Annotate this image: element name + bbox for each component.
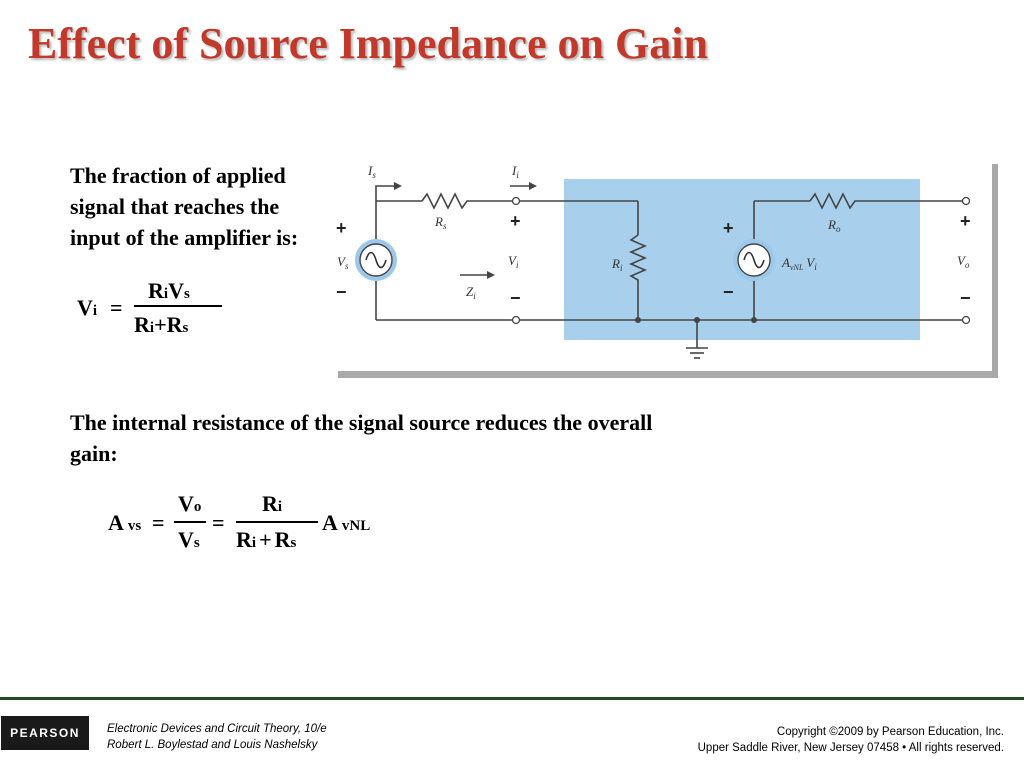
plus-vi: + <box>510 211 521 231</box>
minus-vo: − <box>960 288 971 308</box>
intro-paragraph: The fraction of applied signal that reac… <box>70 163 299 250</box>
eq2-frac2-bar <box>236 521 318 523</box>
book-title: Electronic Devices and Circuit Theory, 1… <box>107 723 327 735</box>
plus-vo: + <box>960 211 971 231</box>
minus-dependent: − <box>723 282 734 302</box>
label-vs: Vs <box>337 254 349 271</box>
zi-arrow-icon <box>487 271 495 279</box>
plus-dependent: + <box>723 218 734 238</box>
ii-arrow-icon <box>529 182 537 190</box>
junction-dots <box>635 317 757 323</box>
eq1-equals: = <box>110 295 123 320</box>
book-citation: Electronic Devices and Circuit Theory, 1… <box>107 721 327 753</box>
eq1-lhs: Vi <box>77 295 98 320</box>
terminals <box>511 196 971 325</box>
label-is: Is <box>367 163 376 180</box>
copyright-notice: Copyright ©2009 by Pearson Education, In… <box>698 724 1004 756</box>
label-vi: Vi <box>508 253 519 270</box>
publisher-address: Upper Saddle River, New Jersey 07458 • A… <box>697 742 1004 754</box>
eq1-denominator: Ri+Rs <box>134 312 189 337</box>
label-ro: Ro <box>827 217 841 234</box>
copyright-line: Copyright ©2009 by Pearson Education, In… <box>776 726 1004 738</box>
label-zi: Zi <box>466 284 476 301</box>
circuit-wires <box>375 185 962 359</box>
minus-vi: − <box>510 288 521 308</box>
pearson-logo: PEARSON <box>1 716 89 750</box>
minus-vs: − <box>336 282 347 302</box>
eq2-equals-2: = <box>212 510 225 535</box>
slide-title: Effect of Source Impedance on Gain <box>28 19 708 68</box>
is-arrow-icon <box>394 182 402 190</box>
eq2-equals-1: = <box>152 510 165 535</box>
gain-paragraph: The internal resistance of the signal so… <box>70 410 653 466</box>
label-vo: Vo <box>957 253 970 270</box>
sine-wave-icon <box>365 251 387 269</box>
eq2-frac2-numerator: Ri <box>262 491 283 516</box>
dependent-sine-icon <box>743 251 765 269</box>
eq2-frac1-bar <box>174 521 206 523</box>
eq2-frac1-denominator: Vs <box>178 527 200 552</box>
label-rs: Rs <box>434 214 447 231</box>
footer-rule <box>0 697 1024 700</box>
eq2-frac1-numerator: Vo <box>178 491 202 516</box>
eq2-frac2-denominator: Ri+Rs <box>236 527 297 552</box>
label-ri: Ri <box>611 256 623 273</box>
book-authors: Robert L. Boylestad and Louis Nashelsky <box>107 739 318 751</box>
label-ii: Ii <box>511 163 519 180</box>
eq1-fraction-bar <box>134 305 222 307</box>
eq1-numerator: RiVs <box>148 278 190 303</box>
plus-vs: + <box>336 218 347 238</box>
